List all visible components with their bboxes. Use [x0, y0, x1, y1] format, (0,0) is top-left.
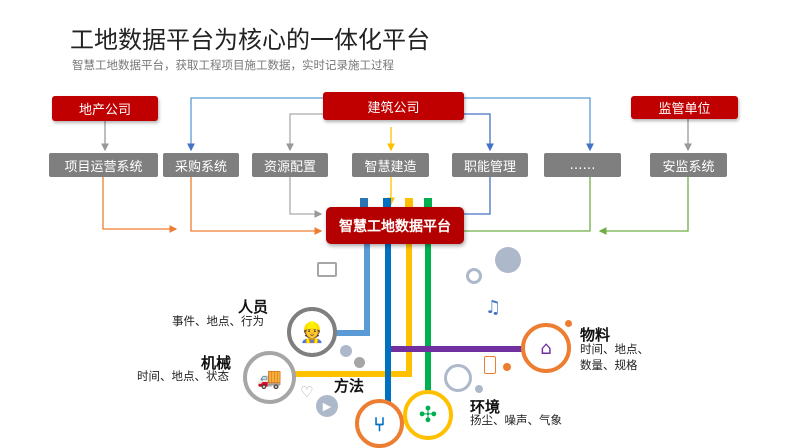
music-icon: ♫ [485, 297, 502, 318]
machine-node-icon: 🚚 [243, 351, 296, 404]
system-smart-build: 智慧建造 [352, 153, 429, 177]
regulator-box: 监管单位 [631, 96, 738, 119]
line-construction-purchase [187, 97, 323, 152]
line-people [336, 244, 370, 336]
system-project-ops: 项目运营系统 [49, 153, 158, 177]
environment-node-icon: ✣ [403, 390, 453, 440]
developer-box: 地产公司 [52, 96, 158, 121]
material-node-icon: ⌂ [521, 323, 571, 373]
line-purchase-platform [190, 177, 323, 235]
page-title: 工地数据平台为核心的一体化平台 [70, 26, 430, 54]
system-purchase: 采购系统 [163, 153, 239, 177]
ring-icon [466, 268, 482, 284]
material-detail-1: 时间、地点、 [580, 342, 649, 356]
dot-icon [354, 357, 365, 368]
phone-icon [484, 356, 496, 374]
environment-label: 环境 [470, 398, 501, 416]
environment-detail: 扬尘、噪声、气象 [470, 413, 562, 427]
platform-box: 智慧工地数据平台 [326, 207, 464, 244]
video-icon [317, 262, 337, 277]
dot-icon [340, 345, 352, 357]
line-ops-platform [102, 177, 178, 233]
line-resource-platform [289, 177, 323, 218]
line-more-platform [464, 177, 591, 232]
wifi-icon [495, 247, 521, 273]
people-node-icon: 👷 [287, 307, 337, 357]
machine-label: 机械 [201, 354, 232, 372]
line-construction-resource [286, 113, 323, 152]
people-detail: 事件、地点、行为 [172, 314, 264, 328]
system-safety: 安监系统 [650, 153, 727, 177]
material-detail-2: 数量、规格 [580, 358, 638, 372]
dot-icon [503, 363, 511, 371]
material-label: 物料 [580, 326, 611, 344]
heart-icon: ♡ [300, 383, 314, 401]
system-resource: 资源配置 [252, 153, 328, 177]
method-label: 方法 [334, 377, 365, 395]
dot-icon [475, 385, 483, 393]
system-function: 职能管理 [452, 153, 528, 177]
line-machine [292, 244, 412, 377]
construction-box: 建筑公司 [323, 92, 464, 120]
platform-stripes [360, 198, 432, 208]
line-construction-function [464, 113, 494, 152]
people-label: 人员 [238, 298, 269, 316]
method-node-icon: ⑂ [355, 399, 404, 448]
line-safety-platform [598, 177, 689, 235]
line-function-platform [464, 177, 491, 215]
line-construction-more [464, 97, 594, 152]
page-subtitle: 智慧工地数据平台，获取工程项目施工数据，实时记录施工过程 [72, 58, 394, 72]
play-icon: ▶ [316, 395, 338, 417]
dot-icon [565, 320, 572, 327]
system-more: …… [544, 153, 621, 177]
drive-icon [444, 364, 472, 392]
machine-detail: 时间、地点、状态 [137, 369, 229, 383]
